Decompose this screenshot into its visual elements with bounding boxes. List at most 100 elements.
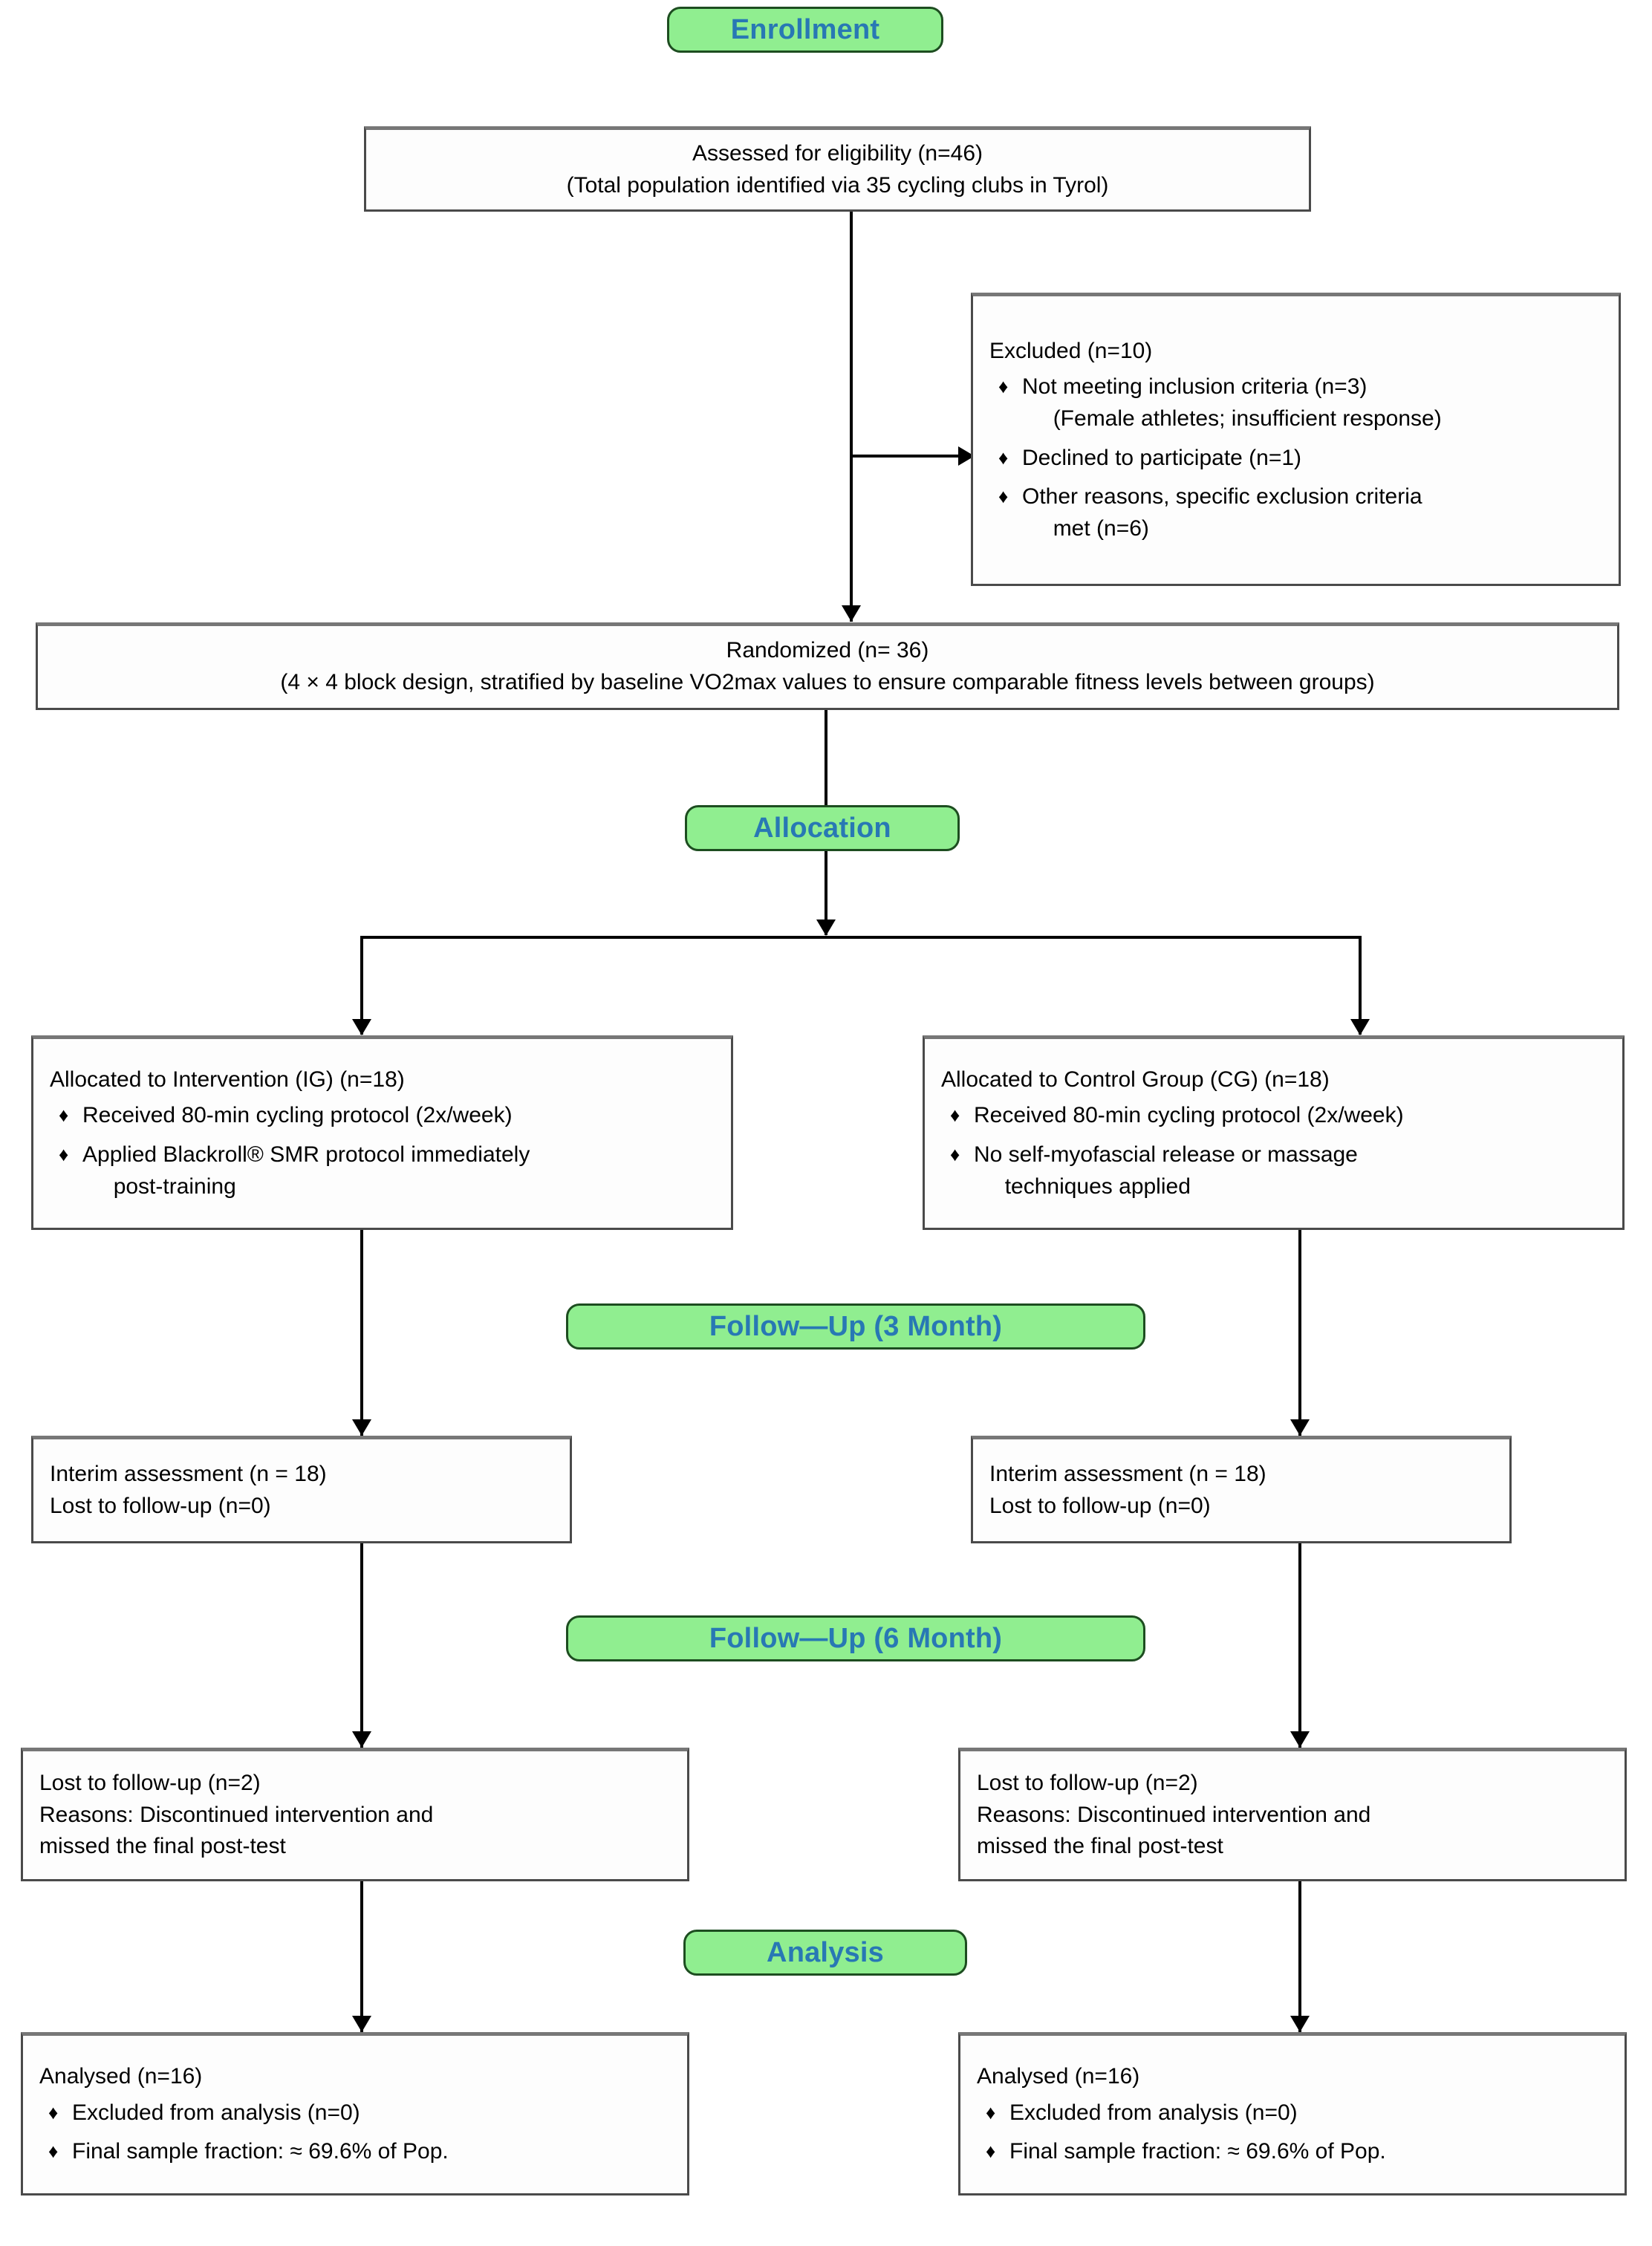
list-item: ♦ No self-myofascial release or massage t… <box>941 1139 1606 1202</box>
lost-left-line-3: missed the final post-test <box>39 1834 286 1859</box>
stage-banner-analysis: Analysis <box>683 1930 967 1976</box>
randomized-line-1: Randomized (n= 36) <box>726 638 929 663</box>
stage-banner-followup-6month: Follow—Up (6 Month) <box>566 1615 1145 1661</box>
arrow-lost-right-to-analysed <box>1290 2016 1310 2032</box>
allocated-control-heading: Allocated to Control Group (CG) (n=18) <box>941 1067 1330 1092</box>
box-lost-to-followup-intervention: Lost to follow-up (n=2) Reasons: Discont… <box>21 1748 689 1881</box>
list-item: ♦ Final sample fraction: ≈ 69.6% of Pop. <box>39 2136 671 2168</box>
interim-right-line-2: Lost to follow-up (n=0) <box>989 1493 1211 1518</box>
analysed-left-bullet-2: Final sample fraction: ≈ 69.6% of Pop. <box>72 2139 449 2164</box>
arrow-interim-right-to-lost <box>1290 1731 1310 1748</box>
arrow-interim-left-to-lost <box>352 1731 371 1748</box>
arrow-allocation-stem <box>816 919 836 936</box>
lost-right-line-1: Lost to follow-up (n=2) <box>977 1771 1198 1796</box>
connector-allocation-stem <box>825 851 827 935</box>
connector-lost-left-to-analysed <box>360 1881 363 2032</box>
diamond-bullet-icon: ♦ <box>998 485 1009 508</box>
stage-banner-allocation: Allocation <box>685 805 960 851</box>
list-item: ♦ Not meeting inclusion criteria (n=3) (F… <box>989 371 1602 434</box>
stage-banner-enrollment: Enrollment <box>667 7 943 53</box>
diamond-bullet-icon: ♦ <box>950 1104 960 1127</box>
allocated-control-bullet-1: Received 80-min cycling protocol (2x/wee… <box>974 1103 1404 1128</box>
lost-right-line-3: missed the final post-test <box>977 1834 1223 1859</box>
lost-right-line-2: Reasons: Discontinued intervention and <box>977 1802 1371 1827</box>
connector-allocation-branch-left <box>360 936 363 1035</box>
connector-interim-right-to-lost <box>1298 1543 1301 1748</box>
list-item: ♦Declined to participate (n=1) <box>989 443 1602 475</box>
connector-control-to-interim <box>1298 1230 1301 1436</box>
stage-banner-followup-3month: Follow—Up (3 Month) <box>566 1303 1145 1350</box>
stage-banner-enrollment-label: Enrollment <box>730 13 880 45</box>
diamond-bullet-icon: ♦ <box>48 2100 59 2123</box>
connector-randomized-to-allocation <box>825 710 827 805</box>
diamond-bullet-icon: ♦ <box>48 2140 59 2163</box>
list-item: ♦ Excluded from analysis (n=0) <box>977 2097 1608 2129</box>
list-item: ♦ Applied Blackroll® SMR protocol immedia… <box>50 1139 715 1202</box>
arrow-intervention-to-interim <box>352 1419 371 1436</box>
excluded-heading: Excluded (n=10) <box>989 338 1153 363</box>
randomized-line-2: (4 × 4 block design, stratified by basel… <box>280 670 1375 694</box>
allocated-intervention-bullet-1: Received 80-min cycling protocol (2x/wee… <box>82 1103 513 1128</box>
excluded-bullet-1: Not meeting inclusion criteria (n=3) (Fe… <box>1022 374 1442 431</box>
box-randomized: Randomized (n= 36) (4 × 4 block design, … <box>36 622 1619 710</box>
analysed-left-bullet-1: Excluded from analysis (n=0) <box>72 2100 360 2125</box>
excluded-bullet-list: ♦ Not meeting inclusion criteria (n=3) (F… <box>989 371 1602 544</box>
box-allocated-intervention: Allocated to Intervention (IG) (n=18) ♦ R… <box>31 1035 733 1230</box>
allocated-control-bullet-2: No self-myofascial release or massage te… <box>974 1142 1358 1199</box>
interim-left-line-1: Interim assessment (n = 18) <box>50 1461 327 1486</box>
list-item: ♦ Received 80-min cycling protocol (2x/we… <box>50 1100 715 1132</box>
arrow-allocation-branch-left <box>352 1019 371 1035</box>
connector-allocation-branch-right <box>1359 936 1362 1035</box>
list-item: ♦ Excluded from analysis (n=0) <box>39 2097 671 2129</box>
arrow-control-to-interim <box>1290 1419 1310 1436</box>
arrow-allocation-branch-right <box>1350 1019 1370 1035</box>
analysed-right-bullet-2: Final sample fraction: ≈ 69.6% of Pop. <box>1009 2139 1386 2164</box>
diamond-bullet-icon: ♦ <box>950 1143 960 1165</box>
stage-banner-allocation-label: Allocation <box>753 812 891 844</box>
interim-left-line-2: Lost to follow-up (n=0) <box>50 1493 271 1518</box>
box-interim-assessment-intervention: Interim assessment (n = 18) Lost to foll… <box>31 1436 572 1543</box>
box-lost-to-followup-control: Lost to follow-up (n=2) Reasons: Discont… <box>958 1748 1627 1881</box>
stage-banner-followup-6month-label: Follow—Up (6 Month) <box>709 1622 1003 1654</box>
excluded-bullet-2: Declined to participate (n=1) <box>1022 445 1302 470</box>
arrow-assessed-to-randomized <box>842 605 861 622</box>
box-analysed-intervention: Analysed (n=16) ♦ Excluded from analysis … <box>21 2032 689 2195</box>
interim-right-line-1: Interim assessment (n = 18) <box>989 1461 1266 1486</box>
analysed-right-bullet-1: Excluded from analysis (n=0) <box>1009 2100 1298 2125</box>
diamond-bullet-icon: ♦ <box>59 1143 69 1165</box>
connector-lost-right-to-analysed <box>1298 1881 1301 2032</box>
analysed-right-heading: Analysed (n=16) <box>977 2064 1140 2089</box>
allocated-intervention-bullet-list: ♦ Received 80-min cycling protocol (2x/we… <box>50 1100 715 1202</box>
diamond-bullet-icon: ♦ <box>59 1104 69 1127</box>
diamond-bullet-icon: ♦ <box>986 2100 996 2123</box>
connector-to-excluded <box>850 455 975 458</box>
assessed-line-1: Assessed for eligibility (n=46) <box>692 140 983 166</box>
lost-left-line-2: Reasons: Discontinued intervention and <box>39 1802 434 1827</box>
stage-banner-analysis-label: Analysis <box>767 1936 884 1968</box>
connector-intervention-to-interim <box>360 1230 363 1436</box>
box-excluded: Excluded (n=10) ♦ Not meeting inclusion c… <box>971 293 1621 586</box>
allocated-intervention-heading: Allocated to Intervention (IG) (n=18) <box>50 1067 405 1092</box>
connector-allocation-split <box>360 936 1362 939</box>
allocated-intervention-bullet-2: Applied Blackroll® SMR protocol immediat… <box>82 1142 530 1199</box>
box-allocated-control: Allocated to Control Group (CG) (n=18) ♦… <box>923 1035 1625 1230</box>
diamond-bullet-icon: ♦ <box>986 2140 996 2163</box>
excluded-bullet-3: Other reasons, specific exclusion criter… <box>1022 484 1422 541</box>
list-item: ♦ Other reasons, specific exclusion crite… <box>989 481 1602 544</box>
arrow-to-excluded <box>958 446 975 466</box>
arrow-lost-left-to-analysed <box>352 2016 371 2032</box>
box-interim-assessment-control: Interim assessment (n = 18) Lost to foll… <box>971 1436 1512 1543</box>
list-item: ♦ Final sample fraction: ≈ 69.6% of Pop. <box>977 2136 1608 2168</box>
diamond-bullet-icon: ♦ <box>998 375 1009 398</box>
allocated-control-bullet-list: ♦ Received 80-min cycling protocol (2x/we… <box>941 1100 1606 1202</box>
analysed-left-heading: Analysed (n=16) <box>39 2064 203 2089</box>
box-analysed-control: Analysed (n=16) ♦ Excluded from analysis … <box>958 2032 1627 2195</box>
connector-assessed-to-randomized <box>850 212 853 622</box>
box-assessed-for-eligibility: Assessed for eligibility (n=46) (Total p… <box>364 126 1311 212</box>
stage-banner-followup-3month-label: Follow—Up (3 Month) <box>709 1310 1003 1342</box>
list-item: ♦ Received 80-min cycling protocol (2x/we… <box>941 1100 1606 1132</box>
assessed-line-2: (Total population identified via 35 cycl… <box>566 172 1109 198</box>
analysed-left-bullet-list: ♦ Excluded from analysis (n=0) ♦ Final sam… <box>39 2097 671 2168</box>
analysed-right-bullet-list: ♦ Excluded from analysis (n=0) ♦ Final sam… <box>977 2097 1608 2168</box>
